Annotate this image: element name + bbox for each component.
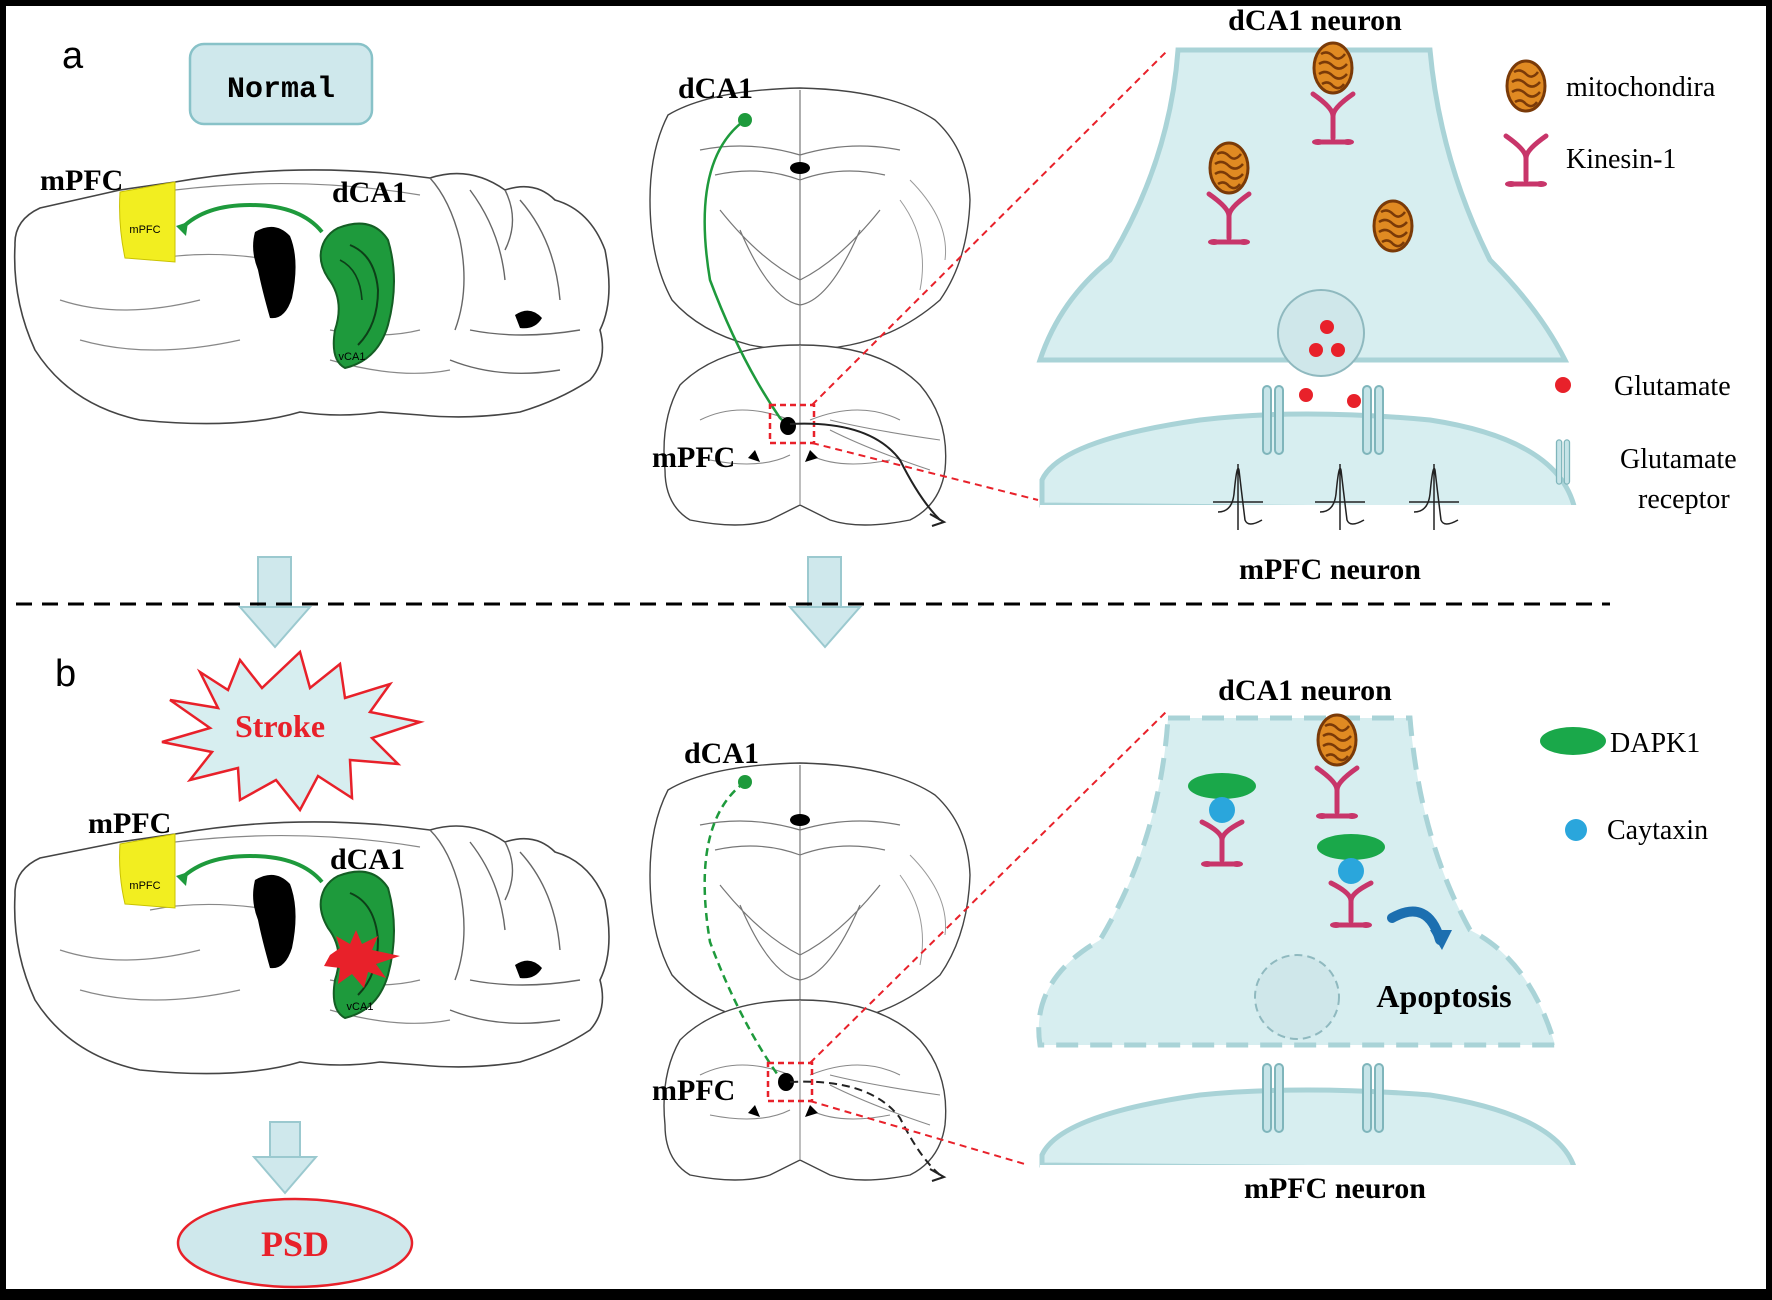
glutamate-legend-icon [1555,377,1571,393]
mitochondria-legend-icon [1505,59,1547,113]
stroke-lesion-icon [324,930,400,988]
mpfc-box-label-b: mPFC [129,880,160,892]
dapk1-legend-icon [1540,727,1606,755]
apoptosis-label: Apoptosis [1376,978,1511,1014]
normal-condition-label: Normal [227,73,335,107]
zoom-lines-b [809,709,1169,1166]
dca1-label-coronal-b: dCA1 [684,737,759,770]
legend-dapk1: DAPK1 [1610,728,1700,759]
mpfc-label-b: mPFC [88,807,171,840]
coronal-brain-top-b [649,762,971,1026]
down-arrow-left [237,556,313,649]
sagittal-brain-a: vCA1 mPFC [13,169,610,425]
down-arrow-middle [787,556,863,649]
vca1-label-b: vCA1 [347,1001,374,1013]
mpfc-label-a: mPFC [40,164,123,197]
synapse-bottom-title-b: mPFC neuron [1244,1172,1426,1205]
coronal-brain-top-a [649,87,971,351]
legend-receptor-line2: receptor [1638,484,1730,515]
legend-kinesin: Kinesin-1 [1566,144,1676,175]
legend-receptor-line1: Glutamate [1620,444,1737,475]
psd-label: PSD [261,1224,329,1264]
panel-b-letter: b [55,653,76,695]
mpfc-box-label-a: mPFC [129,224,160,236]
zoom-box-b [766,1061,814,1103]
mpfc-label-coronal-b: mPFC [652,1074,735,1107]
legend-caytaxin: Caytaxin [1607,815,1708,846]
down-arrow-psd [251,1121,319,1195]
legend-mitochondria: mitochondira [1566,72,1716,103]
stroke-label: Stroke [235,708,325,744]
dca1-label-coronal-a: dCA1 [678,72,753,105]
dca1-label-sagittal-a: dCA1 [332,176,407,209]
synapse-b [1036,713,1580,1177]
zoom-lines-a [811,49,1169,501]
coronal-brain-bottom-a [663,344,947,526]
synapse-a [1036,41,1580,531]
stroke-burst [161,649,425,813]
legend-glutamate: Glutamate [1614,371,1731,402]
normal-condition-box [188,42,374,126]
mpfc-label-coronal-a: mPFC [652,441,735,474]
dca1-label-sagittal-b: dCA1 [330,843,405,876]
synapse-top-title-b: dCA1 neuron [1218,674,1392,707]
vca1-label-a: vCA1 [339,351,366,363]
caytaxin-legend-icon [1565,819,1587,841]
synapse-bottom-title-a: mPFC neuron [1239,553,1421,586]
sagittal-brain-b: vCA1 mPFC [13,821,610,1075]
psd-outcome-ellipse [176,1197,414,1289]
panel-a-letter: a [62,35,84,77]
coronal-brain-bottom-b [663,999,947,1181]
synapse-top-title-a: dCA1 neuron [1228,4,1402,37]
